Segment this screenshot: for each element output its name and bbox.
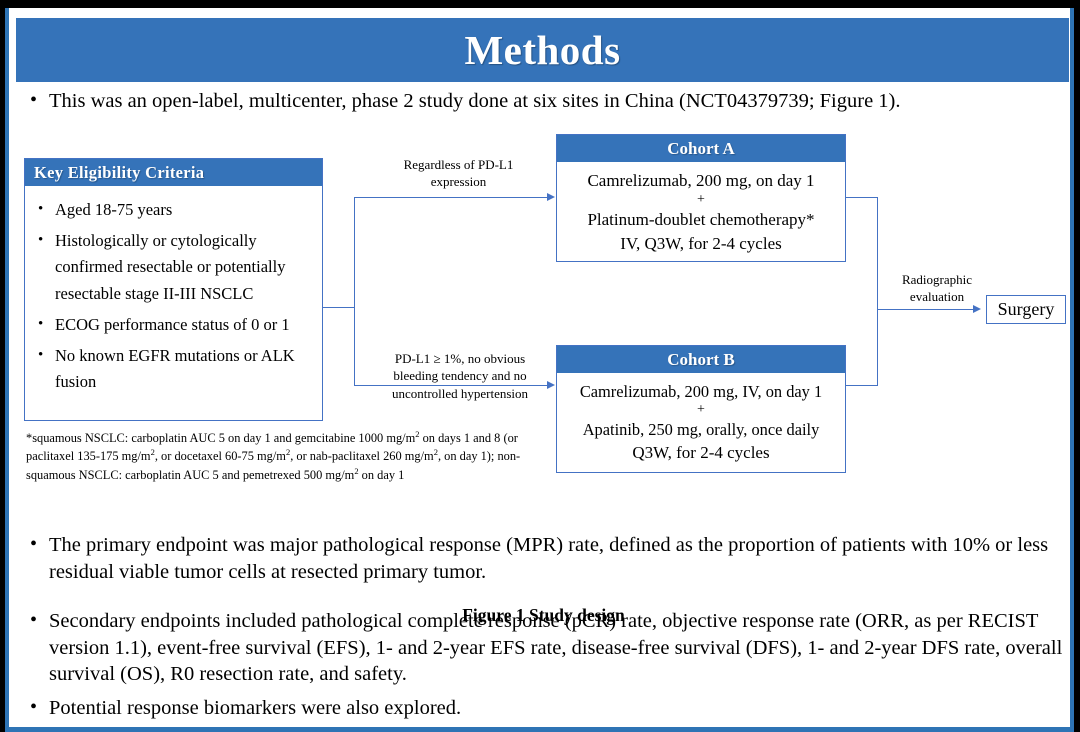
connector-cohort-b-out [846, 385, 878, 387]
slide-header-banner: Methods [16, 18, 1069, 82]
secondary-endpoint-bullet-row: • Secondary endpoints included pathologi… [23, 608, 1063, 688]
list-item: • Aged 18-75 years [33, 197, 314, 224]
cohort-b-line-3: Q3W, for 2-4 cycles [632, 443, 770, 463]
eligibility-box-body: • Aged 18-75 years • Histologically or c… [25, 186, 322, 404]
list-item: • Histologically or cytologically confir… [33, 228, 314, 308]
arrowhead-cohort-b-icon [547, 381, 555, 389]
bullet-marker-icon: • [38, 346, 44, 363]
secondary-endpoint-text: Secondary endpoints included pathologica… [49, 610, 1063, 686]
cohort-b-box: Cohort B Camrelizumab, 200 mg, IV, on da… [556, 345, 846, 473]
cohort-b-header: Cohort B [557, 346, 845, 373]
footnote-sup-2: 2 [150, 447, 155, 458]
footnote-sup-3: 2 [285, 447, 291, 458]
study-design-figure: Regardless of PD-L1 expression PD-L1 ≥ 1… [9, 118, 1078, 625]
bullet-marker-icon: • [30, 609, 38, 631]
footnote-sup-1: 2 [415, 429, 420, 439]
footnote-part-4: , or nab-paclitaxel 260 mg/m [290, 449, 434, 464]
bullet-marker-icon: • [30, 533, 38, 555]
connector-label-top: Regardless of PD-L1 expression [403, 157, 514, 190]
intro-bullet-text: This was an open-label, multicenter, pha… [49, 90, 901, 112]
eligibility-criterion-text: Aged 18-75 years [55, 200, 173, 219]
bullet-marker-icon: • [38, 201, 44, 217]
arrowhead-cohort-a-icon [547, 193, 555, 201]
bullet-marker-icon: • [30, 696, 38, 718]
primary-endpoint-text: The primary endpoint was major pathologi… [49, 534, 1049, 583]
connector-label-bottom: PD-L1 ≥ 1%, no obvious bleeding tendency… [391, 351, 529, 401]
connector-split-vertical [354, 197, 356, 386]
footnote-part-6: on day 1 [358, 468, 405, 483]
footnote-sup-4: 2 [433, 447, 438, 458]
footnote-sup-5: 2 [354, 465, 359, 476]
surgery-box: Surgery [986, 295, 1066, 324]
cohort-a-line-1: Camrelizumab, 200 mg, on day 1 [587, 171, 815, 190]
primary-endpoint-bullet-row: • The primary endpoint was major patholo… [23, 532, 1063, 585]
cohort-b-plus: + [697, 402, 705, 418]
slide-canvas: Methods • This was an open-label, multic… [5, 8, 1074, 732]
cohort-b-body: Camrelizumab, 200 mg, IV, on day 1 + Apa… [557, 373, 845, 473]
intro-bullet-row: • This was an open-label, multicenter, p… [23, 88, 1063, 115]
eligibility-criteria-box: Key Eligibility Criteria • Aged 18-75 ye… [24, 158, 323, 421]
surgery-label: Surgery [997, 299, 1055, 319]
connector-cohort-a-out [846, 197, 878, 199]
list-item: • ECOG performance status of 0 or 1 [33, 312, 314, 339]
arrowhead-surgery-icon [973, 305, 981, 313]
footnote-part-1: *squamous NSCLC: carboplatin AUC 5 on da… [26, 431, 416, 446]
cohort-a-line-3: IV, Q3W, for 2-4 cycles [620, 233, 782, 253]
cohort-a-header: Cohort A [557, 135, 845, 162]
cohort-a-line-2: Platinum-doublet chemotherapy* [587, 209, 815, 229]
eligibility-criterion-text: Histologically or cytologically confirme… [55, 230, 286, 304]
footnote-part-5: , on day 1); non-squamous NSCLC: carbopl… [26, 449, 521, 483]
cohort-b-line-2: Apatinib, 250 mg, orally, once daily [582, 419, 820, 439]
connector-to-cohort-b [354, 385, 549, 387]
footnote-part-3: , or docetaxel 60-75 mg/m [154, 449, 286, 464]
bullet-marker-icon: • [38, 231, 44, 248]
figure-footnote: *squamous NSCLC: carboplatin AUC 5 on da… [26, 429, 553, 484]
bullet-marker-icon: • [38, 315, 44, 332]
cohort-a-plus: + [697, 192, 705, 208]
eligibility-criterion-text: No known EGFR mutations or ALK fusion [55, 345, 295, 392]
bullet-marker-icon: • [30, 89, 38, 111]
eligibility-box-header: Key Eligibility Criteria [25, 159, 322, 186]
cohort-a-body: Camrelizumab, 200 mg, on day 1 + Platinu… [557, 162, 845, 264]
figure-caption: Figure 1 Study design [462, 605, 625, 625]
footnote-part-2: on days 1 and 8 (or paclitaxel 135-175 m… [26, 431, 518, 464]
connector-to-cohort-a [354, 197, 549, 199]
connector-eligibility-stub [323, 307, 355, 309]
connector-label-radiographic: Radiographic evaluation [901, 272, 973, 305]
connector-merge-vertical [877, 197, 879, 386]
eligibility-criterion-text: ECOG performance status of 0 or 1 [55, 314, 290, 334]
cohort-a-box: Cohort A Camrelizumab, 200 mg, on day 1 … [556, 134, 846, 262]
biomarkers-bullet-row: • Potential response biomarkers were als… [23, 695, 1063, 722]
cohort-b-line-1: Camrelizumab, 200 mg, IV, on day 1 [579, 382, 823, 401]
connector-to-surgery [877, 309, 975, 311]
list-item: • No known EGFR mutations or ALK fusion [33, 343, 314, 396]
biomarkers-text: Potential response biomarkers were also … [49, 697, 462, 719]
page-title: Methods [464, 27, 621, 73]
